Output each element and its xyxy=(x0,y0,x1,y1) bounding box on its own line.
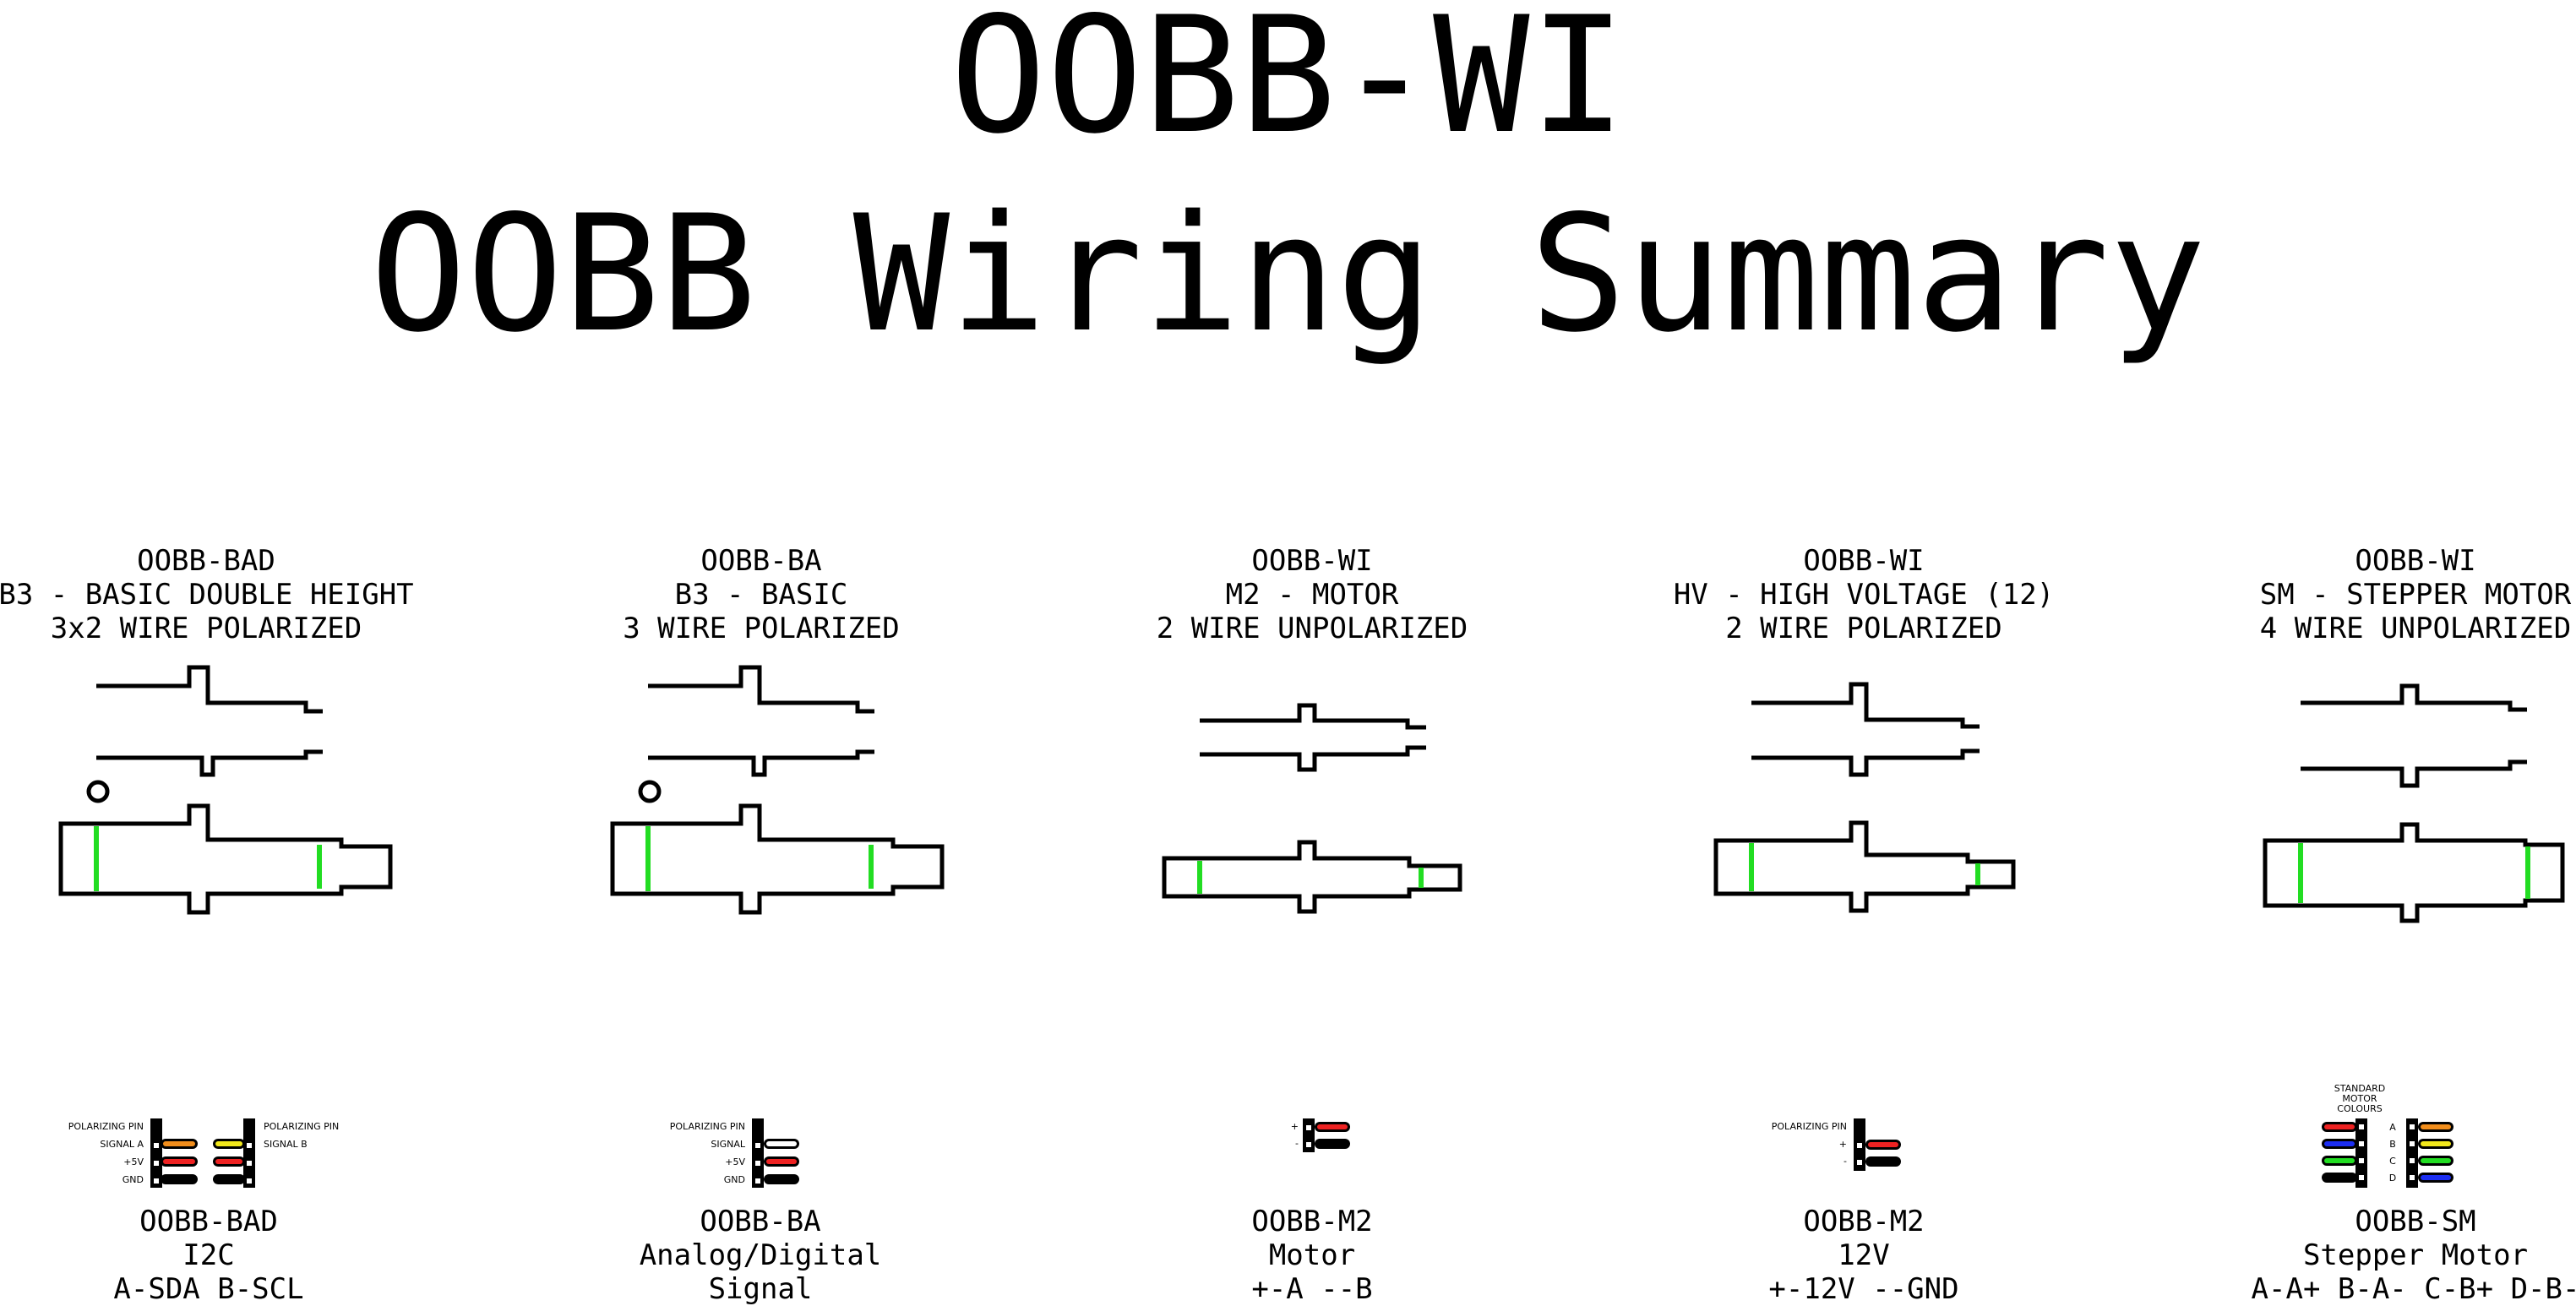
footer-line-2: Analog/Digital xyxy=(639,1238,882,1272)
header-housing xyxy=(2355,1118,2367,1188)
pin-label: POLARIZING PIN xyxy=(68,1121,144,1132)
header-line-3: 3 WIRE POLARIZED xyxy=(623,612,900,645)
header-line-3: 4 WIRE UNPOLARIZED xyxy=(2259,612,2572,645)
pin-label: +5V xyxy=(123,1156,144,1167)
connector-footer-ba: OOBB-BA Analog/Digital Signal xyxy=(507,1205,1014,1306)
header-line-1: OOBB-WI xyxy=(2355,544,2476,578)
pinout-sm: STANDARD MOTOR COLOURS A B C D xyxy=(2322,1083,2453,1188)
pin-letter: D xyxy=(2389,1173,2396,1184)
connector-header-bad: OOBB-BAD B3 - BASIC DOUBLE HEIGHT 3x2 WI… xyxy=(0,544,460,645)
connector-footer-bad: OOBB-BAD I2C A-SDA B-SCL xyxy=(0,1205,462,1306)
footer-line-1: OOBB-M2 xyxy=(1251,1205,1373,1238)
pin-letter: B xyxy=(2389,1139,2396,1150)
page-title: OOBB-WI xyxy=(950,0,1626,169)
header-line-2: M2 - MOTOR xyxy=(1225,578,1399,612)
pin-label: POLARIZING PIN xyxy=(670,1121,745,1132)
header-line-2: HV - HIGH VOLTAGE (12) xyxy=(1673,578,2055,612)
pinout-bad: POLARIZING PIN SIGNAL A +5V GND POLARIZI… xyxy=(68,1118,339,1188)
header-line-1: OOBB-WI xyxy=(1803,544,1925,578)
pinout-hv: POLARIZING PIN + - xyxy=(1772,1118,1901,1171)
pin-label: GND xyxy=(724,1174,745,1185)
connector-profile-m2 xyxy=(1164,705,1460,911)
header-line-1: OOBB-WI xyxy=(1251,544,1373,578)
header-line-2: B3 - BASIC DOUBLE HEIGHT xyxy=(0,578,414,612)
connector-footer-m2: OOBB-M2 Motor +-A --B xyxy=(1059,1205,1566,1306)
pinout-ba: POLARIZING PIN SIGNAL +5V GND xyxy=(670,1118,799,1188)
pinout-m2: + - xyxy=(1291,1118,1350,1152)
footer-line-2: Motor xyxy=(1268,1238,1356,1272)
header-housing xyxy=(752,1118,764,1188)
header-line-1: OOBB-BA xyxy=(700,544,822,578)
footer-line-1: OOBB-BAD xyxy=(139,1205,278,1238)
connector-profile-ba xyxy=(613,667,942,912)
connector-header-m2: OOBB-WI M2 - MOTOR 2 WIRE UNPOLARIZED xyxy=(1059,544,1566,645)
header-line-1: OOBB-BAD xyxy=(137,544,275,578)
page-subtitle: OOBB Wiring Summary xyxy=(369,181,2207,367)
header-line-2: SM - STEPPER MOTOR xyxy=(2259,578,2572,612)
header-housing xyxy=(243,1118,255,1188)
header-line-3: 2 WIRE UNPOLARIZED xyxy=(1156,612,1468,645)
pin-label: + xyxy=(1291,1121,1299,1132)
connector-footer-hv: OOBB-M2 12V +-12V --GND xyxy=(1610,1205,2117,1306)
footer-line-1: OOBB-BA xyxy=(700,1205,821,1238)
header-line-3: 2 WIRE POLARIZED xyxy=(1725,612,2002,645)
pin-label: SIGNAL xyxy=(711,1139,746,1150)
connector-footer-sm: OOBB-SM Stepper Motor A-A+ B-A- C-B+ D-B… xyxy=(2162,1205,2576,1306)
connector-profile-bad xyxy=(61,667,390,912)
header-housing xyxy=(1303,1118,1315,1152)
pin-label: SIGNAL A xyxy=(100,1139,144,1150)
connector-header-hv: OOBB-WI HV - HIGH VOLTAGE (12) 2 WIRE PO… xyxy=(1610,544,2117,645)
pin-caption: COLOURS xyxy=(2337,1103,2382,1114)
footer-line-1: OOBB-SM xyxy=(2355,1205,2476,1238)
pin-label: SIGNAL B xyxy=(264,1139,308,1150)
header-line-3: 3x2 WIRE POLARIZED xyxy=(50,612,362,645)
pin-label: POLARIZING PIN xyxy=(264,1121,339,1132)
connector-profile-sm xyxy=(2265,686,2562,921)
pin-label: +5V xyxy=(725,1156,745,1167)
pin-caption: STANDARD xyxy=(2334,1083,2386,1094)
pin-letter: C xyxy=(2389,1156,2396,1167)
footer-line-3: +-12V --GND xyxy=(1768,1272,1959,1306)
header-housing xyxy=(150,1118,162,1188)
footer-line-3: A-SDA B-SCL xyxy=(113,1272,304,1306)
pin-label: GND xyxy=(123,1174,144,1185)
footer-line-2: Stepper Motor xyxy=(2302,1238,2529,1272)
connector-profile-hv xyxy=(1716,684,2013,911)
footer-line-2: I2C xyxy=(182,1238,235,1272)
header-line-2: B3 - BASIC xyxy=(674,578,848,612)
header-housing xyxy=(2406,1118,2418,1188)
connector-header-ba: OOBB-BA B3 - BASIC 3 WIRE POLARIZED xyxy=(508,544,1015,645)
pin-label: - xyxy=(1844,1156,1847,1167)
pin-letter: A xyxy=(2389,1122,2396,1133)
footer-line-2: 12V xyxy=(1838,1238,1890,1272)
pin-caption: MOTOR xyxy=(2342,1093,2377,1104)
pin-label: - xyxy=(1295,1138,1299,1149)
pin-label: + xyxy=(1839,1139,1847,1150)
footer-line-3: Signal xyxy=(708,1272,813,1306)
footer-line-3: +-A --B xyxy=(1251,1272,1373,1306)
pin-label: POLARIZING PIN xyxy=(1772,1121,1847,1132)
footer-line-3: A-A+ B-A- C-B+ D-B- xyxy=(2251,1272,2576,1306)
connector-header-sm: OOBB-WI SM - STEPPER MOTOR 4 WIRE UNPOLA… xyxy=(2162,544,2576,645)
footer-line-1: OOBB-M2 xyxy=(1803,1205,1925,1238)
